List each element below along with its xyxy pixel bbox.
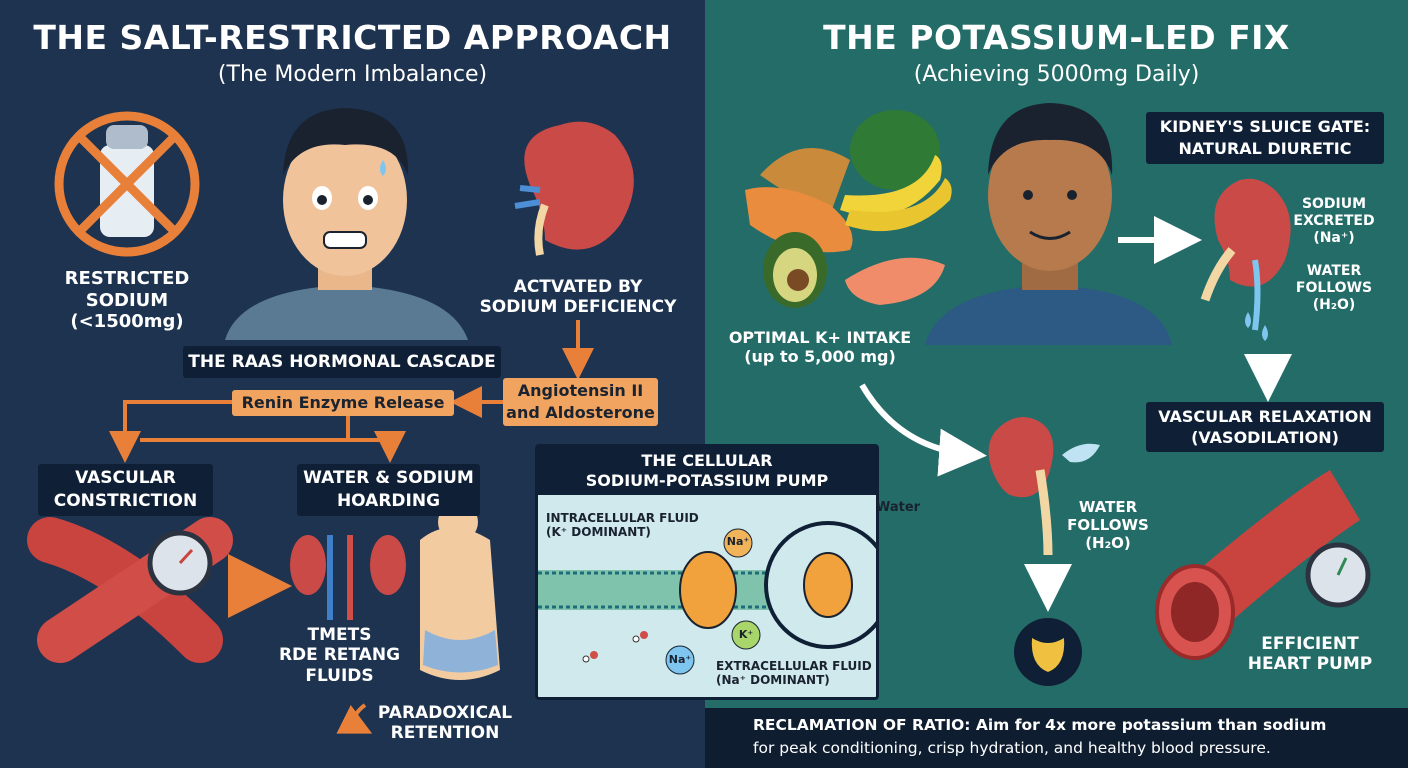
stressed-man-illustration	[225, 108, 468, 340]
footer-line-1: RECLAMATION OF RATIO: Aim for 4x more po…	[753, 716, 1327, 734]
excreting-kidney-illustration	[1200, 178, 1291, 341]
pump-diagram	[538, 521, 876, 675]
right-title: THE POTASSIUM-LED FIX	[823, 18, 1290, 57]
kidney-mid-illustration	[988, 416, 1100, 556]
raas-box: THE RAAS HORMONAL CASCADE	[183, 346, 501, 378]
na-top-label: Na⁺	[726, 535, 750, 548]
bloated-body-illustration	[420, 502, 500, 680]
footer-bar: RECLAMATION OF RATIO: Aim for 4x more po…	[705, 708, 1408, 768]
food-basket-illustration	[745, 110, 952, 308]
sluice-gate-box: KIDNEY'S SLUICE GATE:NATURAL DIURETIC	[1146, 112, 1384, 164]
paradox-arrow	[336, 703, 373, 734]
left-subtitle: (The Modern Imbalance)	[217, 62, 488, 87]
right-subtitle: (Achieving 5000mg Daily)	[913, 62, 1200, 87]
relaxed-artery-illustration	[1155, 470, 1371, 660]
footer-line-2: for peak conditioning, crisp hydration, …	[753, 739, 1271, 757]
k-label: K⁺	[738, 628, 754, 641]
na-bottom-label: Na⁺	[668, 653, 692, 666]
vascular-relaxation-box: VASCULAR RELAXATION(VASODILATION)	[1146, 402, 1384, 452]
pump-water-label: Water	[875, 500, 921, 515]
retaining-kidneys-illustration	[290, 535, 406, 620]
renin-box: Renin Enzyme Release	[232, 390, 454, 416]
left-title: THE SALT-RESTRICTED APPROACH	[33, 18, 672, 57]
constricted-artery-illustration	[27, 517, 292, 663]
arrow-to-kidney-mid	[859, 383, 987, 477]
bladder-icon	[1014, 618, 1082, 686]
kidney-top-illustration	[514, 121, 634, 256]
no-salt-icon	[54, 111, 200, 257]
healthy-man-illustration	[925, 103, 1172, 345]
cascade-arrows	[109, 320, 594, 463]
optimal-intake-label: OPTIMAL K+ INTAKE(up to 5,000 mg)	[728, 328, 912, 367]
extracellular-label: EXTRACELLULAR FLUID(Na⁺ DOMINANT)	[716, 659, 872, 688]
intracellular-label: INTRACELLULAR FLUID(K⁺ DOMINANT)	[546, 511, 699, 540]
